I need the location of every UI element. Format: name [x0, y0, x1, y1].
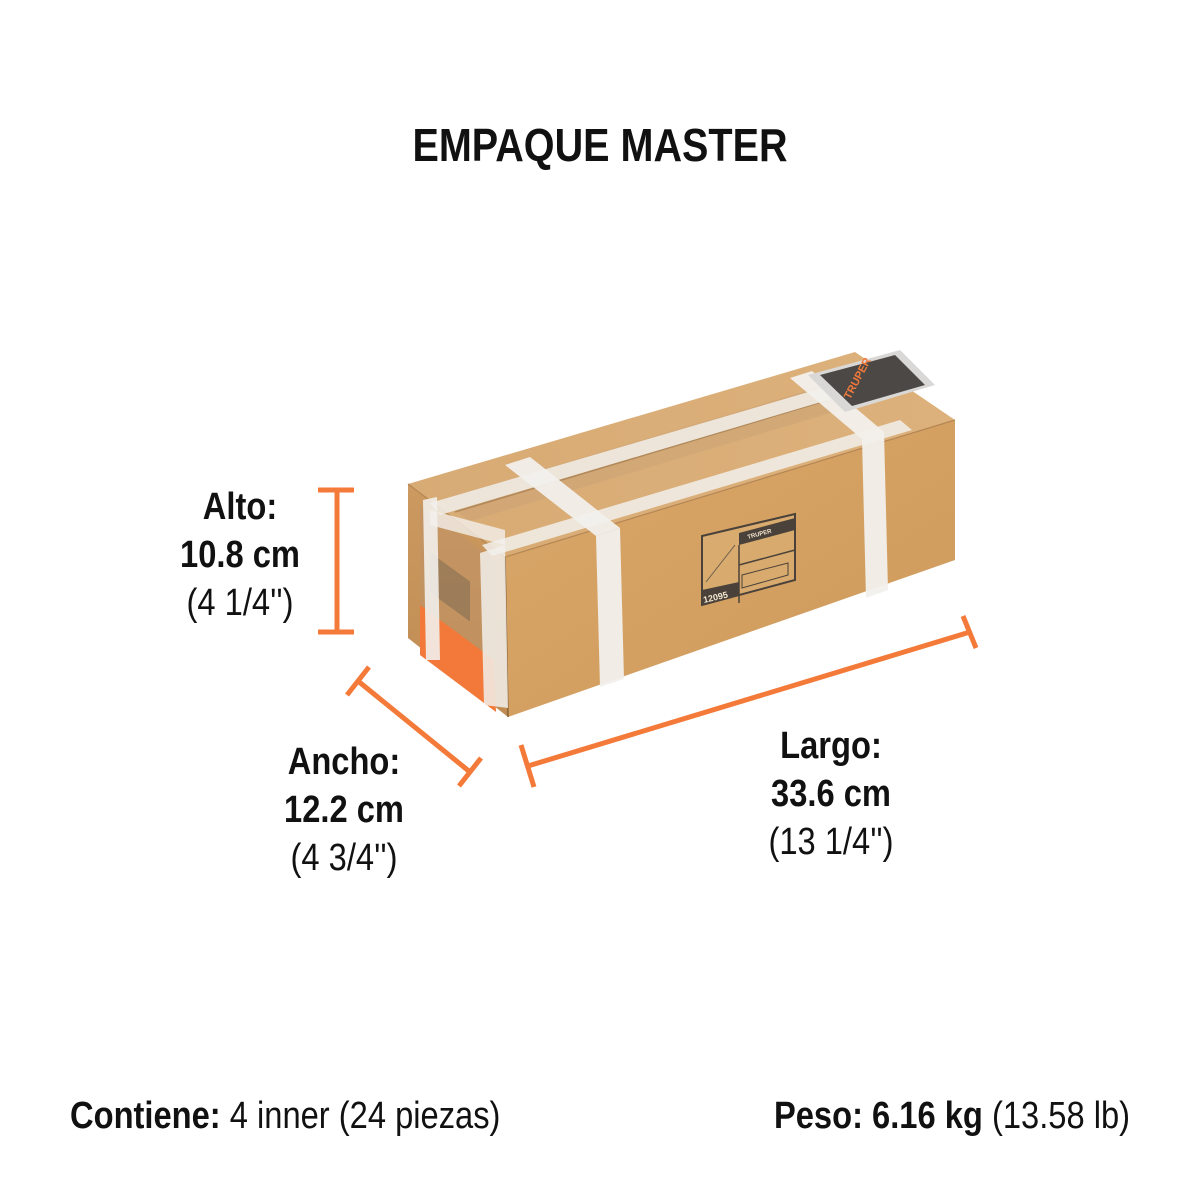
ancho-label: Ancho:	[287, 741, 401, 783]
contents-info: Contiene: 4 inner (24 piezas)	[70, 1092, 500, 1140]
master-box: TRUPER TRUPER 12095	[407, 350, 956, 718]
weight-key: Peso:	[773, 1095, 863, 1137]
product-label: TRUPER 12095	[701, 512, 796, 607]
dimension-ancho: Ancho: 12.2 cm (4 3/4'')	[258, 738, 430, 882]
largo-metric: 33.6 cm	[771, 773, 891, 815]
weight-info: Peso: 6.16 kg (13.58 lb)	[774, 1092, 1130, 1140]
page-title: EMPAQUE MASTER	[412, 119, 788, 171]
strap-right-top	[790, 371, 884, 439]
alto-bracket	[318, 487, 354, 635]
brand-sticker: TRUPER	[808, 350, 935, 412]
dimension-alto: Alto: 10.8 cm (4 1/4'')	[154, 483, 326, 627]
largo-label: Largo:	[780, 725, 882, 767]
alto-metric: 10.8 cm	[180, 534, 300, 576]
strap-long-top	[430, 371, 892, 515]
strap-right-front	[862, 432, 888, 598]
ancho-imperial: (4 3/4'')	[290, 837, 398, 879]
largo-bracket	[518, 615, 979, 788]
weight-imperial: (13.58 lb)	[991, 1095, 1130, 1137]
dimension-largo: Largo: 33.6 cm (13 1/4'')	[745, 722, 917, 866]
contents-key: Contiene:	[70, 1095, 221, 1137]
weight-metric: 6.16 kg	[872, 1095, 983, 1137]
ancho-metric: 12.2 cm	[284, 789, 404, 831]
alto-imperial: (4 1/4'')	[186, 582, 294, 624]
largo-imperial: (13 1/4'')	[768, 821, 894, 863]
strap-left-front	[596, 528, 624, 687]
alto-label: Alto:	[202, 486, 278, 528]
contents-value: 4 inner (24 piezas)	[229, 1095, 501, 1137]
ancho-bracket	[345, 665, 483, 788]
